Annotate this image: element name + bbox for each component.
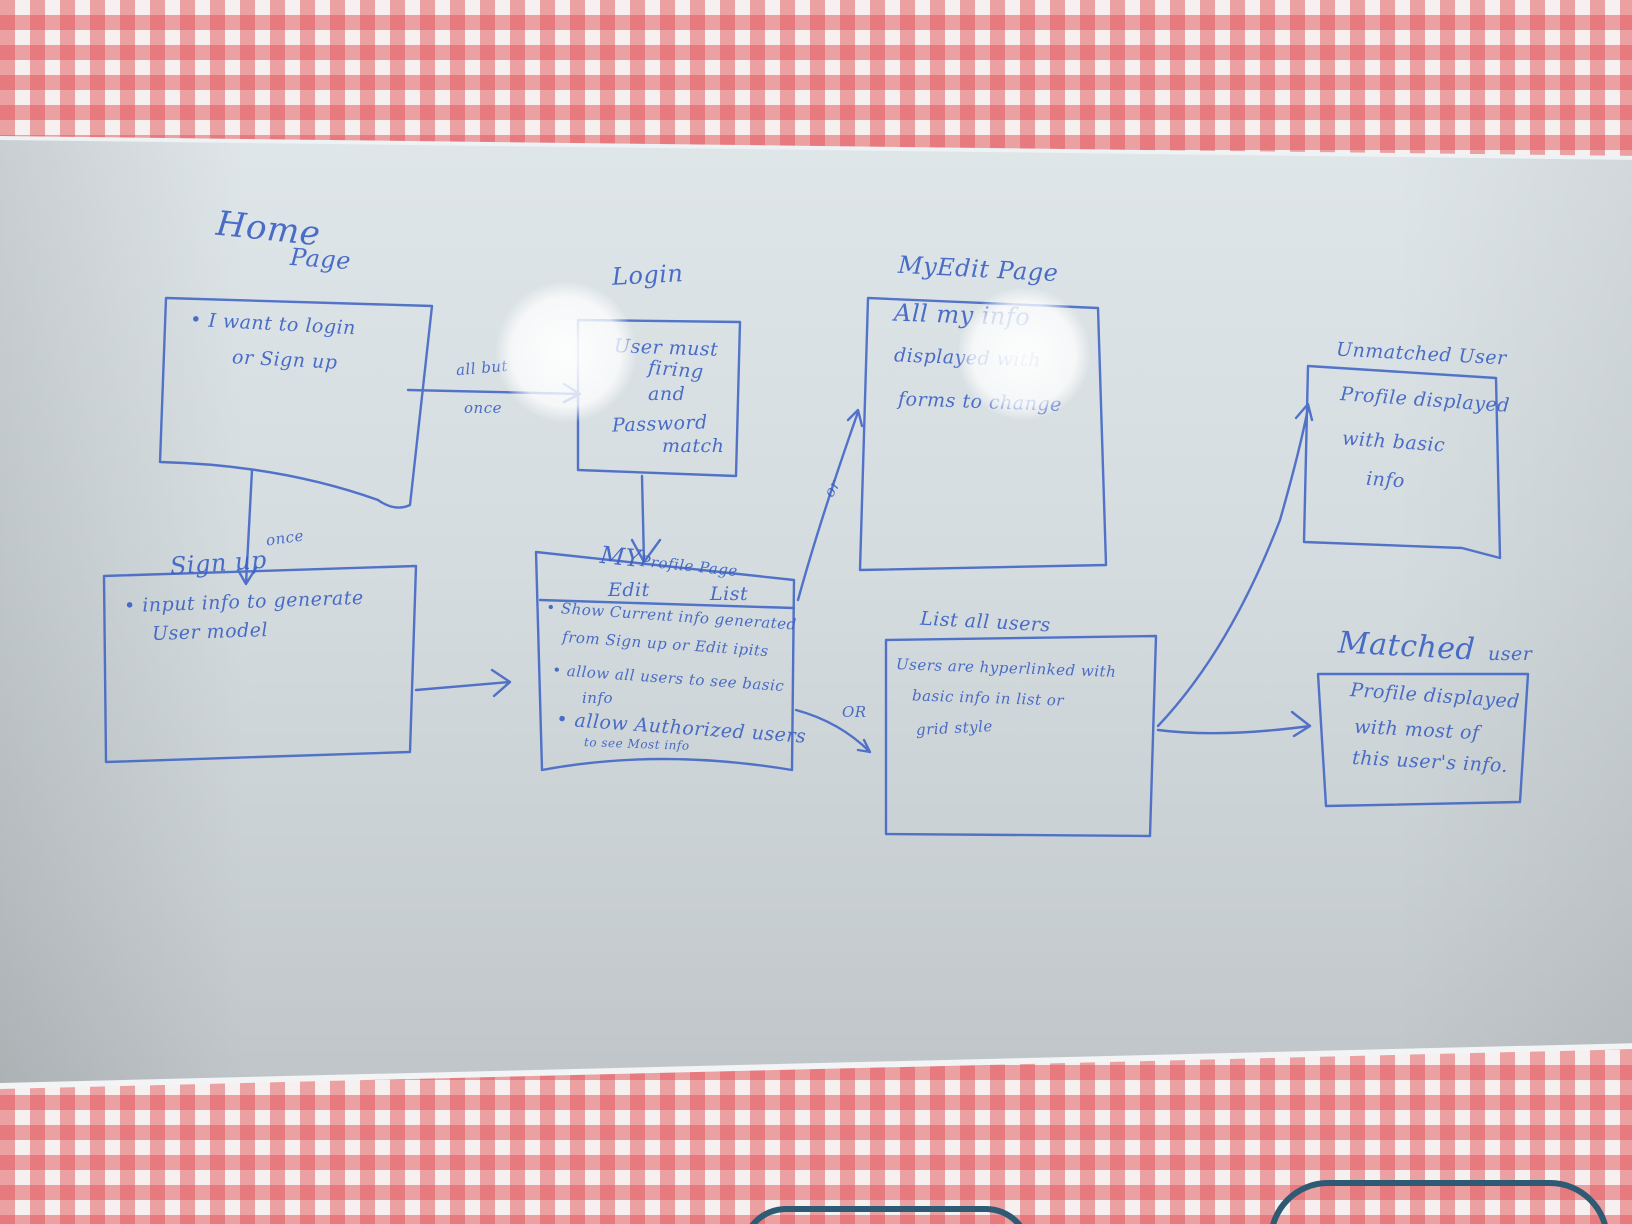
arrow-profile-list-label: OR	[842, 703, 867, 721]
arrow-signup-profile	[414, 668, 512, 698]
login-title: Login	[611, 259, 685, 291]
chair-back-right	[1268, 1180, 1610, 1224]
arrow-list-matched	[1156, 710, 1312, 738]
matched-title: Matched	[1337, 625, 1477, 668]
arrow-home-signup	[236, 468, 258, 586]
unmatched-line-3: info	[1365, 467, 1406, 493]
signup-box	[102, 564, 418, 764]
login-line-3: and	[648, 383, 686, 405]
profile-tab-list: List	[710, 583, 749, 605]
my-edit-line-1: All my info	[893, 298, 1031, 332]
list-users-box	[884, 634, 1158, 838]
arrow-home-login-label-2: once	[464, 399, 502, 417]
arrow-login-profile	[630, 474, 662, 564]
board-bottom-edge	[0, 1043, 1632, 1089]
home-subtitle: Page	[289, 242, 352, 276]
arrow-profile-edit	[796, 408, 864, 602]
board-shade	[0, 138, 1632, 1086]
login-line-4: Password	[611, 411, 709, 437]
arrow-list-unmatched	[1156, 402, 1314, 728]
login-line-5: match	[662, 435, 725, 457]
profile-box	[534, 550, 796, 772]
board-top-edge	[0, 136, 1632, 160]
signup-line-2: User model	[151, 618, 269, 646]
arrow-profile-list	[794, 708, 872, 754]
profile-tab-divider	[538, 598, 796, 610]
chair-back-left	[740, 1206, 1032, 1224]
matched-box	[1316, 672, 1530, 808]
home-box	[158, 296, 434, 509]
unmatched-box	[1302, 364, 1502, 560]
matched-title-2: user	[1488, 643, 1533, 665]
profile-line-4: info	[582, 689, 614, 707]
profile-tab-edit: Edit	[608, 579, 650, 601]
profile-title: MY	[598, 540, 643, 574]
